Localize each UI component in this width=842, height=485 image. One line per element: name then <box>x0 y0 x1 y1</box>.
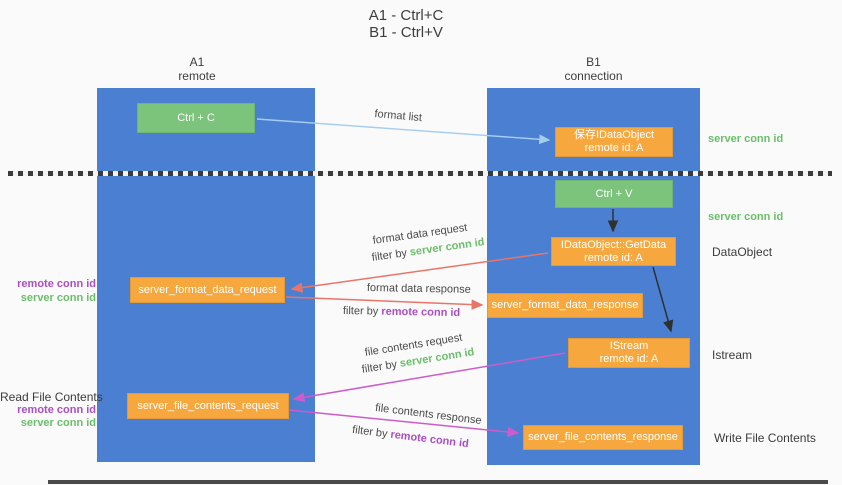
right-server-conn-id-1: server conn id <box>708 133 784 145</box>
server-file-contents-request-label: server_file_contents_request <box>137 399 279 412</box>
save-idataobject-line1: 保存IDataObject <box>573 129 655 141</box>
left-remote-conn-id-2: remote conn id <box>17 404 96 416</box>
format-data-response-label: format data response <box>366 282 471 296</box>
getdata-line2: remote id: A <box>584 251 643 264</box>
left-remote-conn-id-1: remote conn id <box>17 278 96 290</box>
save-idataobject-line2: remote id: A <box>584 142 644 154</box>
ctrl-c-node[interactable]: Ctrl + C <box>137 103 255 133</box>
ctrl-c-label: Ctrl + C <box>177 111 215 124</box>
right-server-conn-id-2: server conn id <box>708 211 784 223</box>
istream-line1: IStream <box>609 340 649 352</box>
istream-node[interactable]: IStream remote id: A <box>568 338 690 368</box>
ctrl-v-node[interactable]: Ctrl + V <box>555 180 673 208</box>
istream-side-label: Istream <box>712 348 753 362</box>
left-server-conn-id-2: server conn id <box>20 417 96 429</box>
server-format-data-request-label: server_format_data_request <box>138 283 277 296</box>
save-idataobject-node[interactable]: 保存IDataObject remote id: A <box>555 127 673 157</box>
column-header-b1: B1 connection <box>487 55 700 83</box>
column-a1-subtitle: remote <box>178 69 216 83</box>
remote-conn-id-text: remote conn id <box>381 305 461 320</box>
server-format-data-response-node[interactable]: server_format_data_response <box>487 293 643 318</box>
server-file-contents-response-node[interactable]: server_file_contents_response <box>523 425 683 450</box>
write-file-contents-label: Write File Contents <box>714 431 816 445</box>
section-divider-dotted-line <box>8 171 832 176</box>
diagram-title: A1 - Ctrl+C B1 - Ctrl+V <box>306 7 506 41</box>
server-format-data-request-node[interactable]: server_format_data_request <box>130 277 285 303</box>
column-b1-name: B1 <box>586 55 601 69</box>
file-contents-response-label: file contents response <box>374 402 483 427</box>
filter-by-text: filter by <box>342 305 379 318</box>
istream-line2: remote id: A <box>599 353 659 365</box>
title-line-1: A1 - Ctrl+C <box>368 7 444 24</box>
filter-by-text: filter by <box>371 247 408 264</box>
idataobject-getdata-node[interactable]: IDataObject::GetData remote id: A <box>551 237 676 266</box>
server-file-contents-request-node[interactable]: server_file_contents_request <box>127 393 289 419</box>
server-format-data-response-label: server_format_data_response <box>491 299 639 311</box>
arrow-format-data-response <box>285 296 484 310</box>
column-b1-subtitle: connection <box>564 69 623 83</box>
filter-by-text: filter by <box>351 424 389 441</box>
left-server-conn-id-1: server conn id <box>20 292 96 304</box>
filter-by-text: filter by <box>361 358 398 376</box>
column-a1-name: A1 <box>189 55 205 69</box>
remote-conn-id-text: remote conn id <box>389 428 470 451</box>
horizontal-scrollbar[interactable] <box>48 480 828 484</box>
ctrl-v-label: Ctrl + V <box>595 187 633 200</box>
server-file-contents-response-label: server_file_contents_response <box>528 431 678 443</box>
title-line-2: B1 - Ctrl+V <box>369 24 443 41</box>
dataobject-label: DataObject <box>712 245 773 259</box>
format-list-label: format list <box>373 108 423 125</box>
column-header-a1: A1 remote <box>88 55 306 83</box>
getdata-line1: IDataObject::GetData <box>560 238 667 251</box>
read-file-contents-label: Read File Contents <box>0 390 103 404</box>
